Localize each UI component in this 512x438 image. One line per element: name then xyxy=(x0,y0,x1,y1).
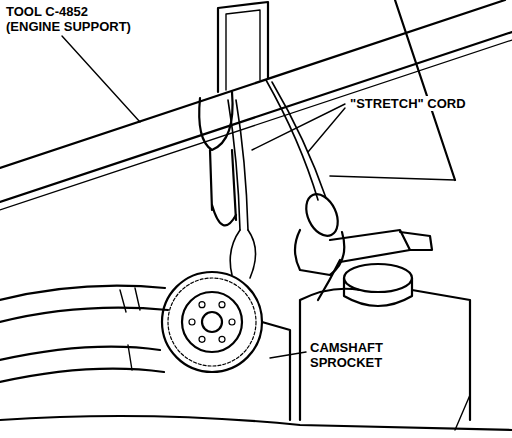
camshaft-sprocket xyxy=(162,272,290,420)
part-label: TOOL C-4852 (ENGINE SUPPORT) xyxy=(4,4,136,34)
reservoir-cap xyxy=(300,264,470,420)
part-label: CAMSHAFT SPROCKET xyxy=(308,340,400,370)
strap-hook xyxy=(199,2,268,225)
support-beam xyxy=(0,0,512,210)
stretch-cord xyxy=(228,80,326,278)
part-label: "STRETCH" CORD xyxy=(348,96,512,111)
hoses xyxy=(0,286,512,430)
frame-bracket xyxy=(330,0,455,180)
